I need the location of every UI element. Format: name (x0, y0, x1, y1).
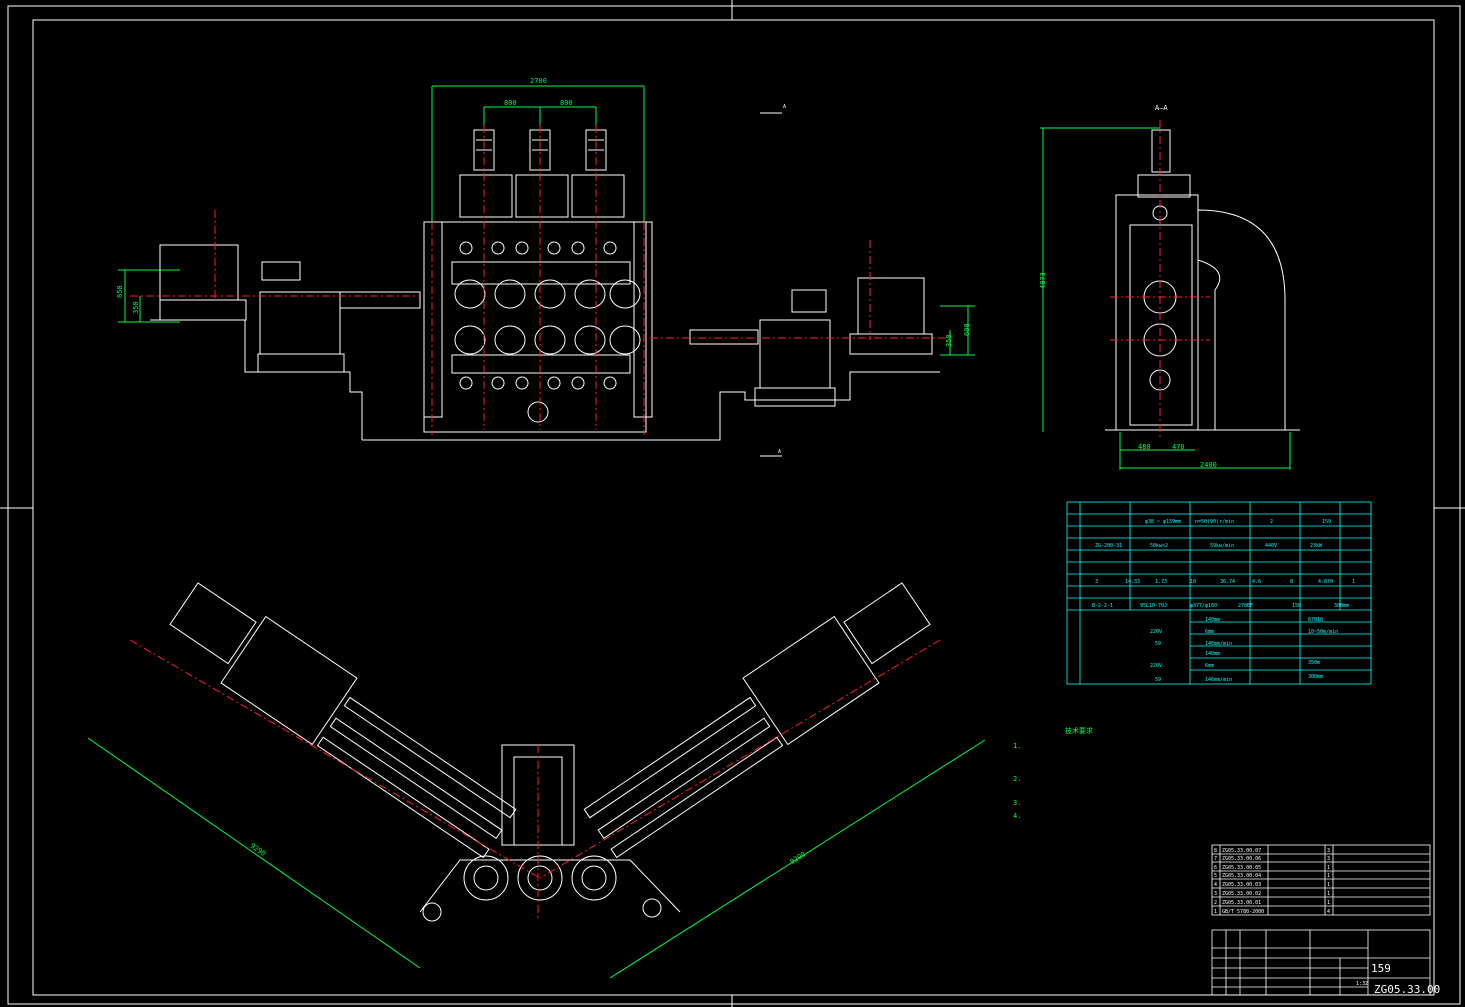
spec-cell: 150 (1292, 603, 1301, 609)
spec-cell: 440V (1265, 543, 1277, 549)
dim-diag-right: 9290 (789, 850, 808, 866)
spec-cell: 8 (1290, 579, 1293, 585)
dim-pitch-2: 800 (560, 99, 573, 107)
spec-cell: 23kW (1310, 543, 1323, 549)
spec-cell: 300mm (1308, 674, 1323, 680)
spec-cell: n=50(90)r/min (1195, 519, 1234, 525)
spec-cell: 4.870 (1318, 579, 1333, 585)
note-item: 4. (1013, 812, 1021, 820)
spec-cell: 300mm (1334, 603, 1349, 609)
spec-cell: 146mm/min (1205, 677, 1232, 683)
dim-left-height-1: 850 (116, 285, 124, 298)
part-number: 1 (1214, 909, 1217, 915)
spec-cell: 1.73 (1155, 579, 1167, 585)
spec-cell: 59 (1155, 677, 1161, 683)
spec-cell: 159 (1322, 519, 1331, 525)
part-qty: 3 (1327, 848, 1330, 854)
spec-cell: 10~50m/min (1308, 629, 1338, 635)
part-qty: 1 (1327, 873, 1330, 879)
spec-cell: 1 (1352, 579, 1355, 585)
dim-side-base-1: 480 (1138, 443, 1151, 451)
note-item: 1. (1013, 742, 1021, 750)
spec-cell: 67010 (1308, 617, 1323, 623)
dim-side-base-2: 470 (1172, 443, 1185, 451)
section-mark-bottom: A (778, 449, 781, 455)
part-qty: 1 (1327, 882, 1330, 888)
dim-side-height: 4873 (1039, 272, 1047, 289)
spec-cell: 220V (1150, 629, 1162, 635)
spec-cell: 4.6 (1252, 579, 1261, 585)
note-item: 3. (1013, 799, 1021, 807)
part-number: 3 (1214, 891, 1217, 897)
part-qty: 3 (1327, 856, 1330, 862)
note-item: 2. (1013, 775, 1021, 783)
spec-cell: 6mm (1205, 629, 1214, 635)
dim-overall-width: 2700 (530, 77, 547, 85)
part-code: ZG05.33.00.03 (1222, 882, 1261, 888)
parts-list: 8 ZG05.33.00.07 3 7 ZG05.33.00.06 3 6 ZG… (1211, 844, 1431, 916)
part-code: ZG05.33.00.01 (1222, 900, 1261, 906)
spec-cell: 6mm (1205, 663, 1214, 669)
part-number: 6 (1214, 865, 1217, 871)
title-block: 159 1:32 ZG05.33.00 (1211, 929, 1440, 996)
part-code: ZG05.33.00.04 (1222, 873, 1261, 879)
plan-view: 9290 9290 (87, 582, 986, 979)
spec-cell: 146mm/min (1205, 641, 1232, 647)
part-qty: 4 (1327, 909, 1330, 915)
part-number: 7 (1214, 856, 1217, 862)
spec-cell: φ377/φ160 (1190, 603, 1217, 609)
part-number: 2 (1214, 900, 1217, 906)
technical-notes: 技术要求 1. 2. 3. 4. (1013, 726, 1093, 820)
dim-left-height-2: 350 (132, 301, 140, 314)
spec-cell: 95L10-70J (1140, 603, 1167, 609)
spec-cell: 10 (1190, 579, 1196, 585)
drawing-title: 159 (1371, 962, 1391, 975)
spec-cell: B-2-2-1 (1092, 603, 1113, 609)
dim-side-base-total: 2400 (1200, 461, 1217, 469)
section-view-label: A—A (1155, 104, 1168, 112)
spec-cell: 270EF (1238, 603, 1253, 609)
spec-table: φ38 ~ φ159mm n=50(90)r/min 2 159 ZG-200-… (1066, 501, 1372, 685)
part-code: ZG05.33.00.05 (1222, 865, 1261, 871)
part-number: 4 (1214, 882, 1217, 888)
spec-cell: 36.74 (1220, 579, 1235, 585)
spec-cell: 14.33 (1125, 579, 1140, 585)
part-code: GB/T 5780-2000 (1222, 909, 1264, 915)
side-view-a-a: 4873 480 470 2400 A—A (1039, 104, 1300, 470)
part-code: ZG05.33.00.06 (1222, 856, 1261, 862)
spec-cell: 50kw×2 (1150, 543, 1168, 549)
part-code: ZG05.33.00.02 (1222, 891, 1261, 897)
spec-cell: 3 (1095, 579, 1098, 585)
part-number: 8 (1214, 848, 1217, 854)
notes-heading: 技术要求 (1065, 726, 1093, 735)
drawing-scale: 1:32 (1356, 981, 1368, 987)
spec-cell: 350m (1308, 660, 1320, 666)
dim-right-height-2: 350 (945, 334, 953, 347)
part-qty: 1 (1327, 900, 1330, 906)
spec-cell: 2 (1270, 519, 1273, 525)
spec-cell: φ38 ~ φ159mm (1145, 519, 1181, 525)
drawing-code: ZG05.33.00 (1374, 983, 1440, 996)
spec-cell: 140mm (1205, 617, 1220, 623)
spec-cell: 140mm (1205, 651, 1220, 657)
part-qty: 1 (1327, 891, 1330, 897)
spec-cell: ZG-200-31 (1095, 543, 1122, 549)
spec-cell: 59 (1155, 641, 1161, 647)
front-view: 2700 800 800 850 350 600 350 A A (116, 77, 975, 457)
dim-pitch-1: 800 (504, 99, 517, 107)
part-code: ZG05.33.00.07 (1222, 848, 1261, 854)
dim-right-height-1: 600 (963, 323, 971, 336)
part-number: 5 (1214, 873, 1217, 879)
spec-cell: 59kw/min (1210, 543, 1234, 549)
spec-cell: 220V (1150, 663, 1162, 669)
section-mark-top: A (783, 104, 786, 110)
part-qty: 1 (1327, 865, 1330, 871)
